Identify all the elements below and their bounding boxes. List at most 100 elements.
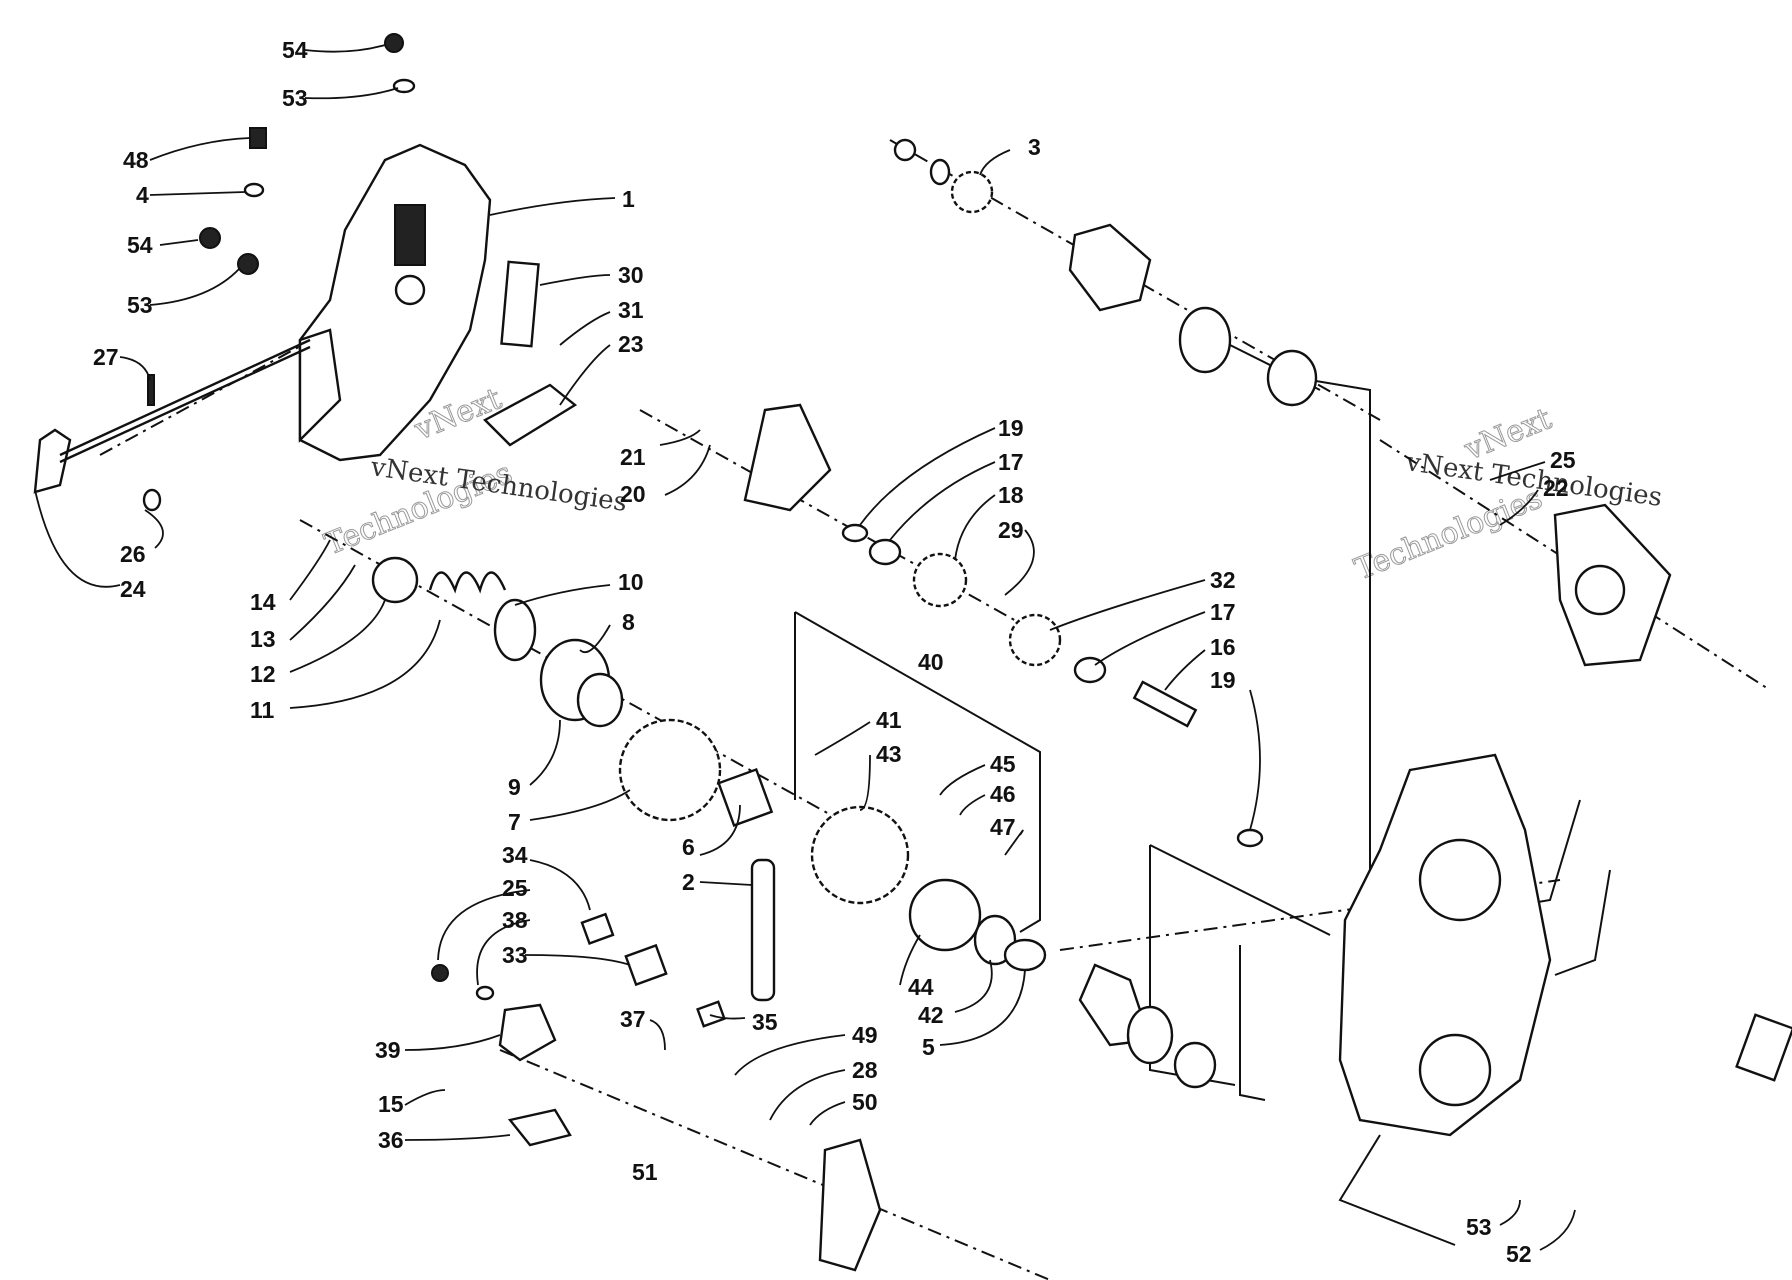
leader-35	[709, 1014, 746, 1020]
part-25-nut	[431, 964, 449, 982]
callout-46: 46	[990, 781, 1016, 807]
callout-39: 39	[375, 1037, 401, 1063]
leader-13	[289, 564, 356, 641]
callout-24: 24	[120, 576, 146, 602]
callout-51: 51	[632, 1159, 658, 1185]
housing-bore-top	[1418, 838, 1502, 922]
leader-54	[304, 44, 386, 53]
leader-21	[659, 429, 701, 446]
axis-middle-shaft	[639, 409, 1051, 641]
callout-40: 40	[918, 649, 944, 675]
leader-23	[559, 344, 611, 406]
leader-4	[149, 191, 246, 196]
part-3-sprocket	[950, 170, 994, 214]
callout-6: 6	[682, 834, 695, 860]
axis-lower-shaft	[1059, 879, 1561, 951]
axis-brake-lever	[99, 329, 331, 456]
callout-2: 2	[682, 869, 695, 895]
leader-6	[699, 804, 741, 856]
callout-29: 29	[998, 517, 1024, 543]
callout-47: 47	[990, 814, 1016, 840]
callout-35: 35	[752, 1009, 778, 1035]
lower-ring	[1173, 1041, 1217, 1089]
part-2-chain	[750, 858, 776, 1002]
callout-labels: 54 53 48 4 54 53 1 30 31 23 27 26 24 21 …	[93, 37, 1576, 1267]
leader-46	[959, 794, 986, 816]
callout-41: 41	[876, 707, 902, 733]
right-housing	[1078, 503, 1792, 1137]
leader-lines	[34, 44, 1576, 1251]
leader-17	[889, 461, 996, 541]
leader-47	[1004, 829, 1024, 856]
part-43-sprocket	[810, 805, 910, 905]
sprocket-assembly	[810, 805, 1047, 972]
leader-43	[859, 754, 871, 811]
part-23-clip	[483, 383, 578, 447]
chain	[750, 858, 776, 1002]
part-53-washer-b	[237, 253, 259, 275]
callout-10: 10	[618, 569, 644, 595]
callout-52: 52	[1506, 1241, 1532, 1267]
callout-38: 38	[502, 907, 528, 933]
leader-33	[524, 954, 631, 966]
leader-28	[769, 1069, 846, 1121]
leader-15	[404, 1089, 446, 1106]
part-35-bushing	[696, 1000, 726, 1028]
part-5-washer	[1003, 938, 1047, 972]
part-4-washer	[243, 182, 265, 198]
clutch-stack	[371, 556, 774, 827]
bearing-ring	[1266, 349, 1318, 407]
cover-side	[298, 328, 342, 443]
callout-32: 32	[1210, 567, 1236, 593]
callout-4: 4	[136, 182, 149, 208]
top-left-fasteners	[199, 33, 416, 275]
output-shaft	[1735, 1013, 1792, 1082]
part-30-gasket	[500, 260, 540, 348]
callout-37: 37	[620, 1006, 646, 1032]
top-shaft-parts	[743, 138, 1318, 848]
bearing	[1178, 306, 1232, 374]
housing-body	[1338, 753, 1552, 1137]
frame-right-c	[1239, 945, 1266, 1101]
part-53-washer	[392, 78, 416, 94]
leader-32	[1049, 579, 1206, 631]
part-48-plug	[249, 127, 267, 149]
lever-shaft	[59, 338, 311, 457]
lever-handle	[33, 428, 72, 494]
leader-44	[899, 934, 921, 986]
leader-16	[1164, 649, 1206, 691]
leader-42	[954, 959, 993, 1013]
callout-17-mid: 17	[1210, 599, 1236, 625]
callout-50: 50	[852, 1089, 878, 1115]
right-cover-bore	[1574, 564, 1626, 616]
part-32-sprocket	[1008, 613, 1062, 667]
frame-bolt-right-2	[1554, 869, 1611, 976]
callout-28: 28	[852, 1057, 878, 1083]
leader-10	[514, 584, 611, 606]
part-39-block	[498, 1003, 557, 1062]
frame-lower-right	[1338, 1134, 1456, 1246]
callout-27: 27	[93, 344, 119, 370]
leader-24	[34, 489, 121, 588]
part-33-bushing	[624, 943, 668, 987]
leader-22	[1499, 489, 1539, 526]
cover-boss	[394, 274, 426, 306]
callout-19-top: 19	[998, 415, 1024, 441]
part-18-sprocket	[912, 552, 968, 608]
cover-window	[394, 204, 426, 266]
leader-36	[404, 1134, 511, 1141]
leader-38	[476, 919, 531, 986]
leader-3	[979, 149, 1011, 176]
leader-50	[809, 1101, 846, 1126]
part-44-hub	[908, 878, 982, 952]
callout-3: 3	[1028, 134, 1041, 160]
leader-20	[664, 444, 711, 496]
callout-1: 1	[622, 186, 635, 212]
callout-8: 8	[622, 609, 635, 635]
leader-53	[304, 87, 399, 100]
leader-30	[539, 274, 611, 286]
leader-19	[859, 427, 996, 526]
leader-18	[954, 494, 996, 561]
part-19-washer	[841, 523, 869, 543]
callout-53-bottom: 53	[1466, 1214, 1492, 1240]
